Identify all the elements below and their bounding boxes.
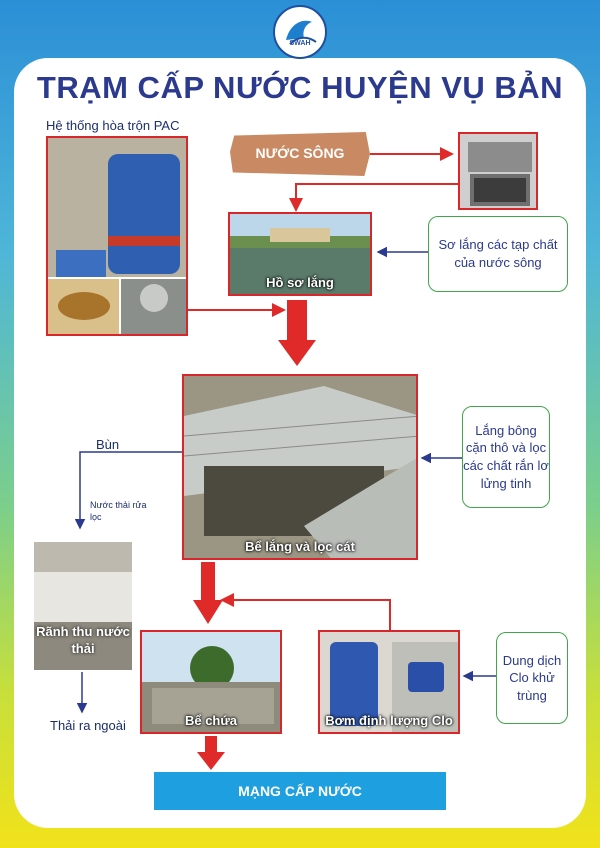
swah-logo [272, 4, 328, 60]
settling-pond-photo: Hồ sơ lắng [228, 212, 372, 296]
note-pre-settle: Sơ lắng các tạp chất của nước sông [428, 216, 568, 292]
settling-filter-photo: Bể lắng và lọc cát [182, 374, 418, 560]
pac-system-label: Hệ thống hòa trộn PAC [46, 118, 180, 133]
discharge-label: Thải ra ngoài [50, 718, 126, 733]
page-title: TRẠM CẤP NƯỚC HUYỆN VỤ BẢN [36, 70, 564, 105]
sludge-label: Bùn [96, 437, 120, 452]
river-water-box [230, 132, 370, 176]
tank-photo: Bể chứa [140, 630, 282, 734]
intake-photo [458, 132, 538, 210]
chlorine-pump-caption: Bơm định lượng Clo [325, 713, 453, 728]
river-water-label: NƯỚC SÔNG [255, 145, 345, 161]
arrow-sludge [74, 451, 182, 530]
arrow-pond-to-filter [278, 300, 316, 366]
arrow-chlorine-to-tank [220, 593, 391, 630]
tank-caption: Bể chứa [184, 713, 238, 728]
settling-filter-caption: Bể lắng và lọc cát [245, 539, 355, 554]
logo-text: SWAH [289, 40, 311, 47]
note-chlorine: Dung dịch Clo khử trùng [496, 632, 568, 724]
filter-wastewater-label: Nước thải rửa lọc [90, 500, 147, 522]
supply-network-box: MẠNG CẤP NƯỚC [154, 772, 446, 810]
note-settle-filter: Lắng bông cặn thô và lọc các chất rắn lơ… [462, 406, 550, 508]
arrow-filter-to-tank [193, 562, 223, 624]
arrow-tank-to-network [197, 736, 225, 770]
pac-photo-group [46, 136, 188, 336]
chlorine-pump-photo: Bơm định lượng Clo [318, 630, 460, 734]
settling-pond-caption: Hồ sơ lắng [266, 275, 334, 290]
drain-ditch-caption: Rãnh thu nước thải [36, 624, 130, 656]
drain-ditch-photo: Rãnh thu nước thải [34, 542, 132, 670]
